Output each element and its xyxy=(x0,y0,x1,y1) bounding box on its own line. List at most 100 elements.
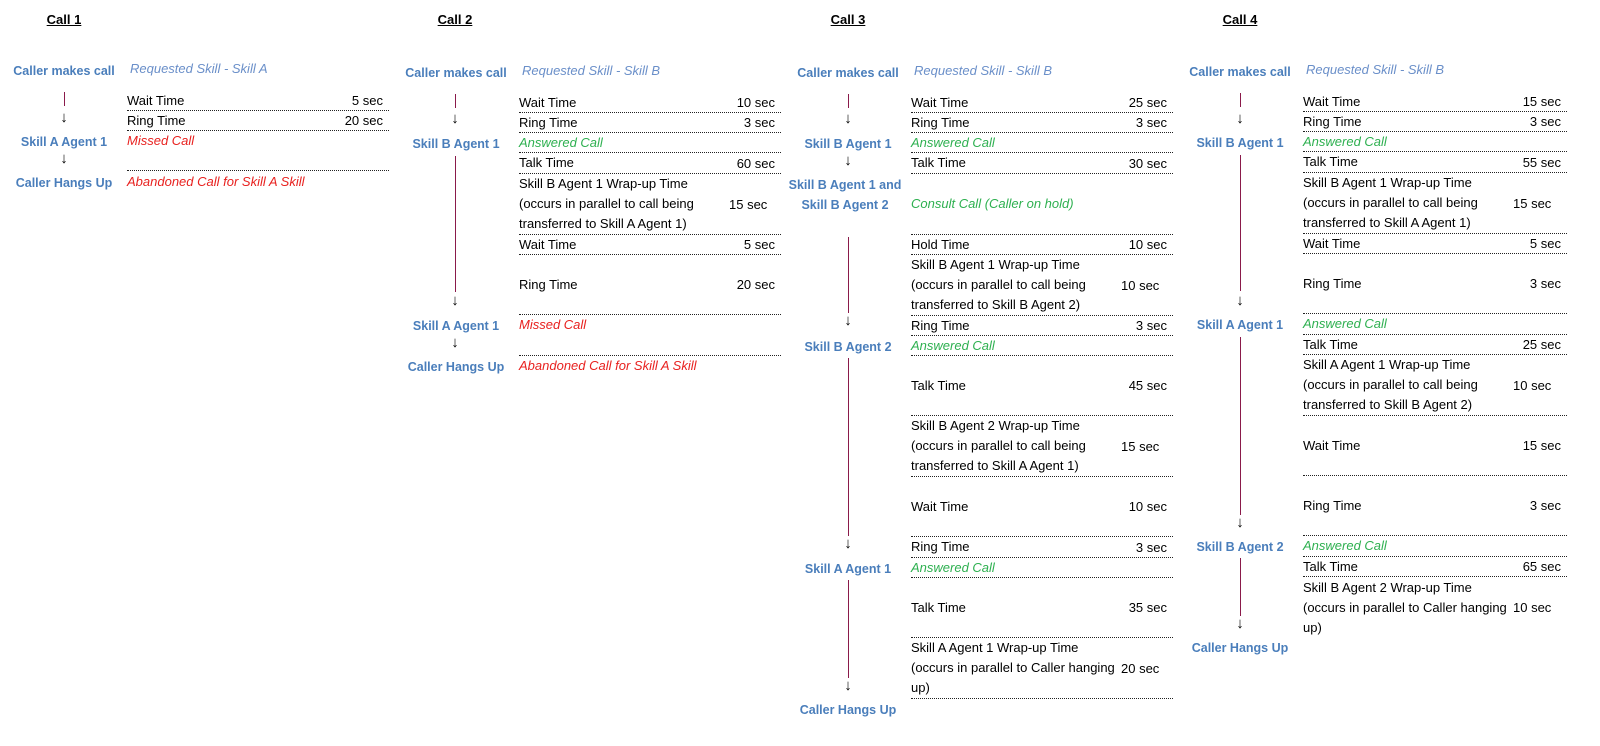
call-4-panel: Call 4 Caller makes call Requested Skill… xyxy=(1185,0,1600,746)
requested-skill: Requested Skill - Skill B xyxy=(914,63,1052,78)
metric-row: Wait Time 15 sec xyxy=(1303,416,1567,476)
metric-row: Wait Time 10 sec xyxy=(519,93,781,113)
arrow-down-icon: ↓ xyxy=(451,110,459,127)
call-2-panel: Call 2 Caller makes call Requested Skill… xyxy=(395,0,790,746)
flow-connector xyxy=(848,94,849,108)
metric-row: Talk Time 45 sec xyxy=(911,356,1173,416)
call-3-panel: Call 3 Caller makes call Requested Skill… xyxy=(789,0,1185,746)
metric-value: 15 sec xyxy=(1121,438,1160,454)
arrow-down-icon: ↓ xyxy=(844,110,852,127)
metric-row: Wait Time 5 sec xyxy=(1303,234,1567,254)
flow-connector xyxy=(1240,155,1241,291)
flow-node: Skill A Agent 1 xyxy=(412,319,500,333)
metric-label: Ring Time xyxy=(127,112,186,128)
metric-label: Talk Time xyxy=(519,155,574,170)
arrow-down-icon: ↓ xyxy=(1236,292,1244,309)
flow-connector xyxy=(848,580,849,678)
flow-node: Caller makes call xyxy=(797,66,899,80)
arrow-down-icon: ↓ xyxy=(60,150,68,167)
metric-value: 60 sec xyxy=(736,155,775,171)
metric-row: Answered Call xyxy=(1303,132,1567,152)
arrow-down-icon: ↓ xyxy=(1236,615,1244,632)
metric-row: Answered Call xyxy=(519,133,781,153)
metric-label: Wait Time xyxy=(911,94,969,110)
metric-label: Ring Time xyxy=(1303,113,1362,129)
metric-value: 35 sec xyxy=(1128,600,1167,615)
metric-label: Ring Time xyxy=(1303,497,1362,513)
metric-value: 3 sec xyxy=(1135,539,1167,555)
metric-value: 25 sec xyxy=(1522,337,1561,352)
flow-node: Skill B Agent 1 xyxy=(1196,136,1284,150)
metric-row: Skill A Agent 1 Wrap-up Time (occurs in … xyxy=(1303,355,1567,416)
metric-value: 3 sec xyxy=(1135,318,1167,333)
metric-row: Ring Time 20 sec xyxy=(127,111,389,131)
metric-label: Skill B Agent 1 Wrap-up Time (occurs in … xyxy=(1303,175,1478,230)
flow-node: Caller Hangs Up xyxy=(407,360,505,374)
metric-row: Hold Time 10 sec xyxy=(911,235,1173,255)
metric-row: Wait Time 15 sec xyxy=(1303,92,1567,112)
metric-value: 15 sec xyxy=(729,196,768,212)
metric-value: 3 sec xyxy=(743,115,775,130)
metric-label: Skill A Agent 1 Wrap-up Time (occurs in … xyxy=(911,640,1115,695)
answered-call-label: Answered Call xyxy=(911,134,995,150)
arrow-down-icon: ↓ xyxy=(451,334,459,351)
flow-node: Skill B Agent 1 xyxy=(804,137,892,151)
metric-row: Skill B Agent 1 Wrap-up Time (occurs in … xyxy=(1303,173,1567,234)
answered-call-label: Answered Call xyxy=(911,559,995,575)
metric-value: 3 sec xyxy=(1529,114,1561,129)
arrow-down-icon: ↓ xyxy=(844,535,852,552)
metric-row: Wait Time 5 sec xyxy=(127,91,389,111)
metric-label: Wait Time xyxy=(1303,235,1361,251)
metric-label: Skill B Agent 2 Wrap-up Time (occurs in … xyxy=(1303,579,1507,635)
metric-row: Answered Call xyxy=(911,133,1173,153)
metric-row: Wait Time 10 sec xyxy=(911,477,1173,537)
flow-node: Skill A Agent 1 xyxy=(1196,318,1284,332)
metric-row: Talk Time 60 sec xyxy=(519,153,781,174)
metric-row: Ring Time 3 sec xyxy=(911,316,1173,336)
call-title: Call 4 xyxy=(1222,12,1258,27)
metric-label: Talk Time xyxy=(911,155,966,170)
arrow-down-icon: ↓ xyxy=(844,312,852,329)
metric-label: Ring Time xyxy=(1303,275,1362,291)
flow-connector xyxy=(1240,93,1241,107)
flow-connector xyxy=(455,156,456,292)
metric-value: 3 sec xyxy=(1135,115,1167,130)
flow-node: Skill B Agent 2 xyxy=(1196,540,1284,554)
metric-label: Ring Time xyxy=(519,276,578,292)
metric-row: Ring Time 3 sec xyxy=(1303,476,1567,536)
flow-node: Skill B Agent 1 and Skill B Agent 2 xyxy=(788,178,902,212)
metric-row: Ring Time 3 sec xyxy=(911,537,1173,558)
flow-connector xyxy=(1240,558,1241,616)
metric-row: Talk Time 65 sec xyxy=(1303,557,1567,577)
metric-row: Skill A Agent 1 Wrap-up Time (occurs in … xyxy=(911,638,1173,699)
metric-row: Missed Call xyxy=(127,131,389,171)
flow-connector xyxy=(64,92,65,106)
metric-label: Wait Time xyxy=(127,92,185,108)
metric-label: Talk Time xyxy=(911,599,966,615)
arrow-down-icon: ↓ xyxy=(1236,110,1244,127)
call-title: Call 2 xyxy=(437,12,473,27)
metric-label: Wait Time xyxy=(1303,437,1361,453)
flow-node: Skill B Agent 2 xyxy=(804,340,892,354)
metric-value: 15 sec xyxy=(1522,94,1561,109)
metric-row: Missed Call xyxy=(519,315,781,356)
metric-label: Skill B Agent 1 Wrap-up Time (occurs in … xyxy=(519,176,694,231)
metric-label: Wait Time xyxy=(519,94,577,110)
metric-row: Wait Time 5 sec xyxy=(519,235,781,255)
metric-value: 30 sec xyxy=(1128,155,1167,171)
metric-row: Answered Call xyxy=(911,336,1173,356)
metric-value: 20 sec xyxy=(344,113,383,128)
arrow-down-icon: ↓ xyxy=(844,152,852,169)
metric-label: Ring Time xyxy=(519,114,578,130)
flow-node: Caller Hangs Up xyxy=(799,703,897,717)
metric-value: 10 sec xyxy=(1128,237,1167,252)
answered-call-label: Answered Call xyxy=(1303,133,1387,149)
metric-value: 10 sec xyxy=(1513,600,1552,615)
flow-node: Skill B Agent 1 xyxy=(412,137,500,151)
call-title: Call 1 xyxy=(46,12,82,27)
metric-row: Abandoned Call for Skill A Skill xyxy=(519,356,781,376)
flow-node: Caller Hangs Up xyxy=(1191,641,1289,655)
metric-value: 5 sec xyxy=(1529,236,1561,251)
metric-value: 10 sec xyxy=(1513,377,1552,393)
metric-row: Ring Time 3 sec xyxy=(911,113,1173,133)
